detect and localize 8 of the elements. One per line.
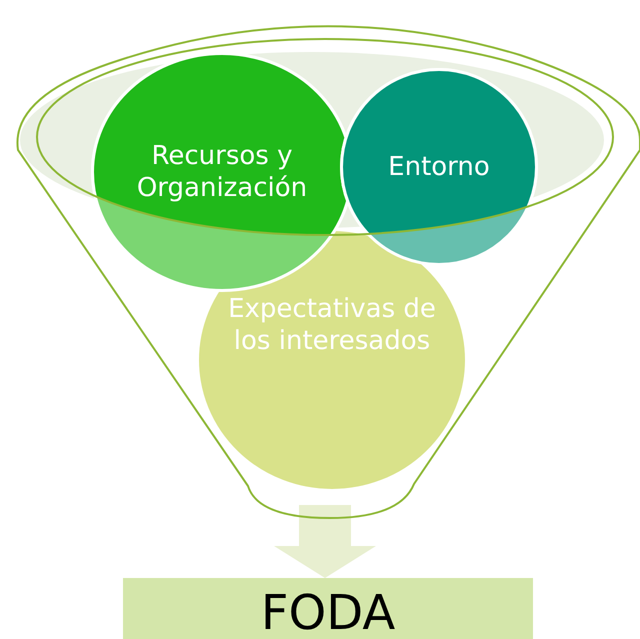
circle-node [340,68,538,266]
circle-label: Entorno [387,151,491,183]
circle-label: Recursos y Organización [136,140,308,204]
circle-node [196,228,468,492]
block-arrow [274,505,376,578]
circle-label: Expectativas de los interesados [227,293,437,357]
result-label: FODA [260,584,396,639]
result-box [123,578,533,639]
